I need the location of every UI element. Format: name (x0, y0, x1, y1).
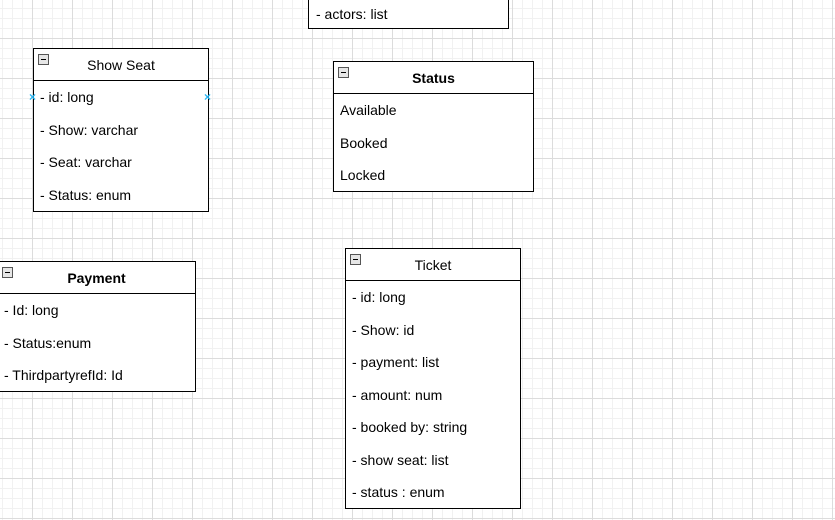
class-attribute: - ThirdpartyrefId: Id (4, 367, 123, 383)
class-attribute: - actors: list (316, 6, 388, 22)
class-attribute: Available (340, 102, 397, 118)
class-header: Status (334, 62, 533, 94)
class-attribute: - Seat: varchar (40, 154, 132, 170)
class-header: Payment (0, 262, 195, 294)
class-attribute: - Status: enum (40, 186, 132, 203)
connection-handle-icon[interactable]: × (29, 90, 37, 104)
collapse-icon[interactable] (338, 67, 349, 78)
class-attribute: - id: long (352, 289, 406, 305)
class-attribute: - booked by: string (352, 419, 468, 435)
class-title: Status (412, 69, 455, 86)
class-attribute: - Show: id (352, 321, 415, 338)
class-attribute: - amount: num (352, 386, 443, 403)
payment-class-box[interactable]: Payment - Id: long - Status:enum - Third… (0, 261, 196, 392)
class-attribute: - Id: long (4, 302, 59, 318)
class-attribute: - Show: varchar (40, 121, 139, 138)
class-attribute: - show seat: list (352, 451, 449, 468)
collapse-icon[interactable] (350, 254, 361, 265)
status-class-box[interactable]: Status Available Booked Locked (333, 61, 534, 192)
actors-class-box[interactable]: - actors: list (308, 0, 509, 29)
class-header: Show Seat (34, 49, 208, 81)
class-title: Show Seat (87, 56, 155, 73)
collapse-icon[interactable] (38, 54, 49, 65)
class-attribute: Booked (340, 134, 388, 151)
show-seat-class-box[interactable]: Show Seat - id: long - Show: varchar - S… (33, 48, 209, 212)
class-header: Ticket (346, 249, 520, 281)
class-attribute: - status : enum (352, 484, 445, 500)
class-title: Payment (67, 269, 126, 286)
ticket-class-box[interactable]: Ticket - id: long - Show: id - payment: … (345, 248, 521, 509)
connection-handle-icon[interactable]: × (204, 90, 212, 104)
class-attribute: - payment: list (352, 354, 440, 370)
class-attribute: - id: long (40, 89, 94, 105)
class-title: Ticket (414, 256, 452, 273)
class-attribute: Locked (340, 167, 386, 183)
collapse-icon[interactable] (2, 267, 13, 278)
class-attribute: - Status:enum (4, 334, 92, 351)
